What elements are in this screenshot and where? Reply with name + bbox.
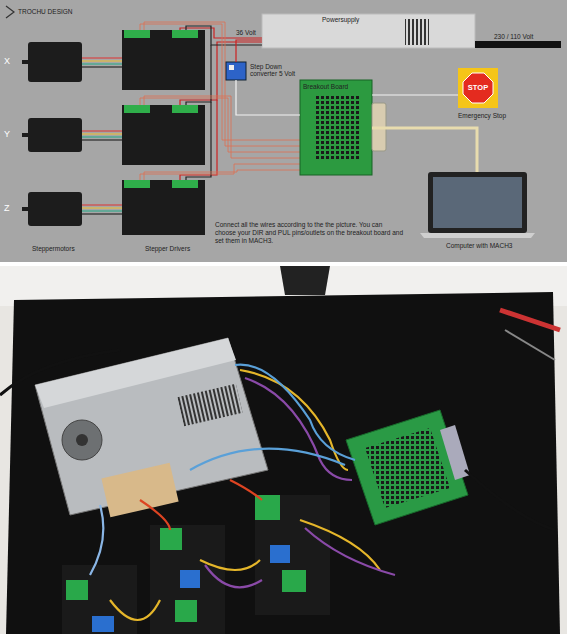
computer: Computer with MACH3 xyxy=(428,172,527,233)
emergency-stop-label: Emergency Stop xyxy=(458,112,506,119)
breakout-label: Breakout Board xyxy=(303,83,348,90)
wire-connector xyxy=(372,128,477,172)
axis-letter: Z xyxy=(4,203,10,213)
stepper-motor: Z xyxy=(28,192,82,226)
group-label: Stepper Drivers xyxy=(145,245,190,253)
step-down-converter: Step Down converter 5 Volt xyxy=(226,62,246,80)
axis-letter: Y xyxy=(4,129,10,139)
wire-connector xyxy=(236,40,262,62)
voltage-label: 230 / 110 Volt xyxy=(494,33,533,41)
voltage-label: 36 Volt xyxy=(236,29,256,37)
power-supply: Powersupply xyxy=(262,14,475,48)
converter-label: Step Down converter 5 Volt xyxy=(250,63,310,78)
note-text: Connect all the wires according to the t… xyxy=(215,221,405,244)
emergency-stop: STOPEmergency Stop xyxy=(458,68,498,108)
logo-text: TROCHU DESIGN xyxy=(18,8,73,16)
axis-letter: X xyxy=(4,56,10,66)
stepper-motor: Y xyxy=(28,118,82,152)
computer-label: Computer with MACH3 xyxy=(446,242,512,249)
group-label: Steppermotors xyxy=(32,245,75,253)
wire-connector xyxy=(236,80,300,115)
stepper-motor: X xyxy=(28,42,82,82)
power-supply-label: Powersupply xyxy=(322,16,359,23)
stop-text: STOP xyxy=(468,84,488,93)
wire-connector xyxy=(372,94,458,95)
breakout-board: Breakout Board xyxy=(300,80,372,175)
